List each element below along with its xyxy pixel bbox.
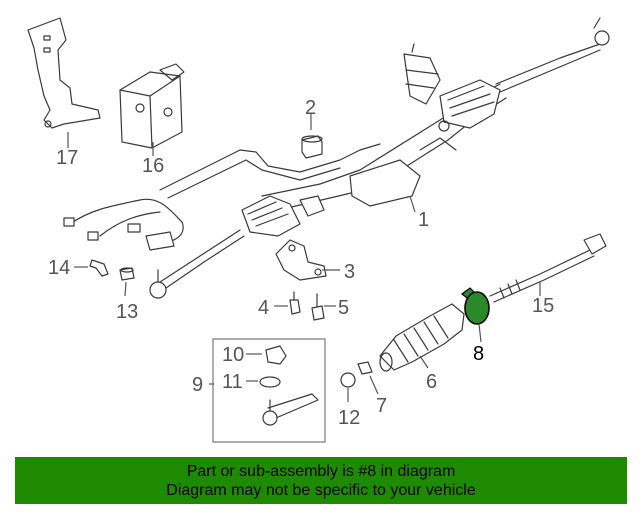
- clamp-part-8: [461, 287, 490, 325]
- bolt-part-5: [311, 293, 325, 321]
- callout-16: 16: [142, 155, 164, 177]
- callout-1: 1: [418, 209, 429, 231]
- bracket-part-3: [275, 239, 327, 281]
- tie-rod-part-15: [489, 233, 607, 303]
- bushing-part-2: [301, 135, 323, 159]
- callout-6: 6: [426, 371, 437, 393]
- cap-part-13: [119, 267, 135, 281]
- seal-part-12: [340, 372, 356, 388]
- callouts: 1 2 3 4 5 6 7 8 9 10 11 12 13 14 15 16 1…: [48, 97, 554, 429]
- notice-line-part: Part or sub-assembly is #8 in diagram: [186, 462, 456, 480]
- callout-8: 8: [473, 343, 484, 365]
- nut-part-7: [357, 361, 373, 375]
- parts-diagram: 1 2 3 4 5 6 7 8 9 10 11 12 13 14 15 16 1…: [27, 17, 610, 443]
- callout-13: 13: [116, 301, 138, 323]
- callout-11: 11: [222, 371, 243, 393]
- callout-15: 15: [532, 295, 554, 317]
- leader-lines: [67, 114, 541, 402]
- callout-10: 10: [222, 344, 244, 366]
- callout-5: 5: [338, 297, 349, 319]
- diagram-notice-banner: Part or sub-assembly is #8 in diagram Di…: [15, 457, 627, 504]
- bracket-part-17: [27, 17, 101, 129]
- wiring-harness: [63, 198, 184, 251]
- clamp-8-ring: [464, 291, 490, 325]
- bolt-part-4: [289, 291, 301, 315]
- callout-14: 14: [48, 257, 70, 279]
- control-module-part-16: [119, 63, 185, 149]
- callout-4: 4: [258, 297, 269, 319]
- callout-12: 12: [338, 407, 360, 429]
- steering-gear-part-1: [149, 17, 610, 299]
- callout-9: 9: [192, 374, 203, 396]
- ring-part-11: [259, 376, 281, 388]
- bushing-part-10: [265, 345, 287, 365]
- callout-3: 3: [344, 261, 355, 283]
- notice-line-disclaimer: Diagram may not be specific to your vehi…: [166, 481, 476, 499]
- callout-7: 7: [376, 395, 387, 417]
- arm-part-9: [267, 393, 319, 419]
- boot-part-6: [379, 303, 465, 372]
- callout-17: 17: [56, 147, 78, 169]
- clip-part-14: [89, 259, 109, 277]
- kit-box-9: [212, 338, 326, 443]
- callout-2: 2: [305, 97, 316, 119]
